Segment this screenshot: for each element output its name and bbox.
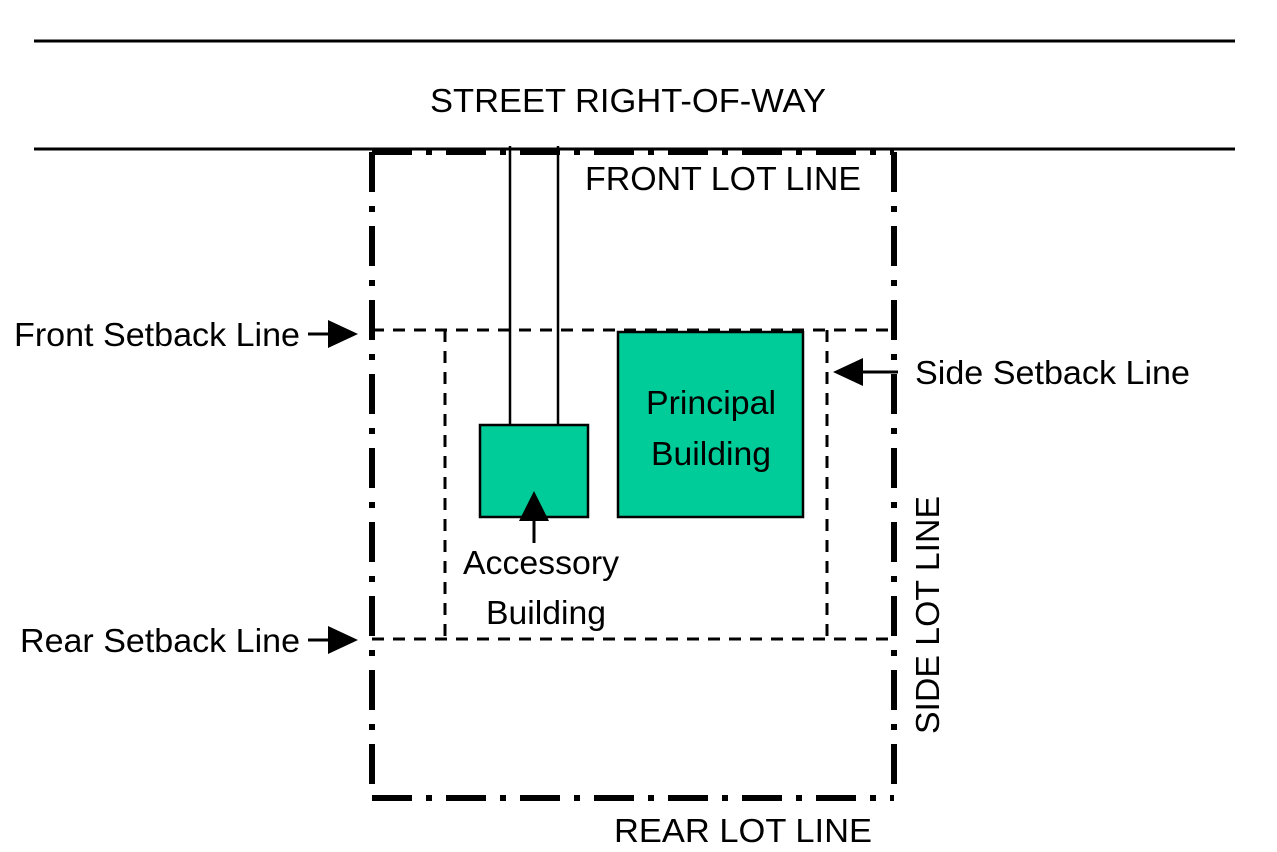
side-setback-label: Side Setback Line bbox=[915, 354, 1190, 391]
front-lot-line-label: FRONT LOT LINE bbox=[585, 160, 861, 197]
lot-boundary bbox=[369, 149, 897, 801]
rear-setback-arrow-head bbox=[328, 626, 358, 654]
front-setback-arrow-head bbox=[328, 320, 358, 348]
front-setback-label: Front Setback Line bbox=[14, 316, 300, 353]
accessory-building-label-2: Building bbox=[486, 594, 606, 631]
rear-setback-label: Rear Setback Line bbox=[20, 622, 300, 659]
side-lot-line-label: SIDE LOT LINE bbox=[909, 496, 946, 734]
principal-building bbox=[616, 330, 805, 519]
principal-building-label-2: Building bbox=[651, 435, 771, 472]
principal-building-label-1: Principal bbox=[646, 384, 776, 421]
accessory-arrow-head bbox=[519, 491, 549, 521]
street-label: STREET RIGHT-OF-WAY bbox=[430, 82, 826, 119]
setback-lines bbox=[372, 328, 894, 641]
side-setback-arrow-head bbox=[833, 358, 863, 386]
accessory-building-label-1: Accessory bbox=[463, 544, 619, 581]
rear-lot-line-label: REAR LOT LINE bbox=[614, 812, 872, 849]
